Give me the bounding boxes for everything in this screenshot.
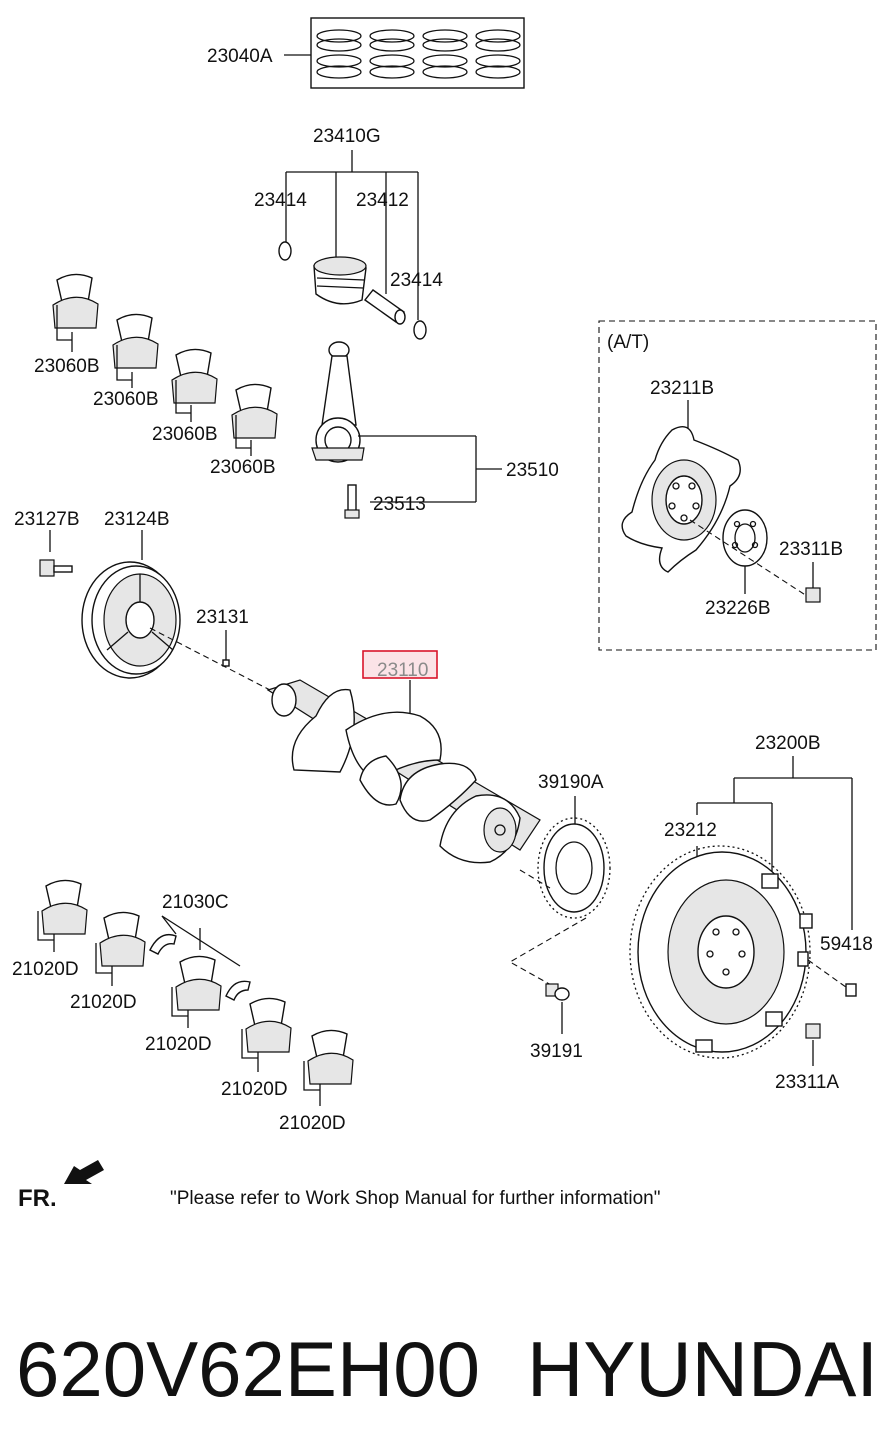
label-23060B-1[interactable]: 23060B	[34, 356, 100, 377]
crank-bolt[interactable]	[545, 983, 570, 1001]
front-arrow-icon	[64, 1160, 104, 1184]
label-23060B-2[interactable]: 23060B	[93, 389, 159, 410]
front-marker: FR.	[18, 1185, 57, 1212]
piston-ring-set[interactable]	[284, 17, 525, 89]
label-23311A[interactable]: 23311A	[775, 1072, 839, 1093]
signal-plate[interactable]	[537, 817, 611, 919]
label-23410G[interactable]: 23410G	[313, 126, 381, 147]
connecting-rod[interactable]	[311, 341, 365, 463]
label-23212[interactable]: 23212	[664, 820, 717, 841]
automatic-transmission-box	[598, 320, 877, 651]
part-number: 620V62EH00	[16, 1325, 480, 1413]
label-23131[interactable]: 23131	[196, 607, 249, 628]
label-23414-left[interactable]: 23414	[254, 190, 307, 211]
label-21020D-4[interactable]: 21020D	[221, 1079, 288, 1100]
piston-leader-lines	[285, 150, 419, 320]
label-21020D-2[interactable]: 21020D	[70, 992, 137, 1013]
label-23124B[interactable]: 23124B	[104, 509, 170, 530]
crank-pulley[interactable]	[81, 561, 181, 679]
workshop-note: "Please refer to Work Shop Manual for fu…	[170, 1188, 660, 1209]
label-23060B-3[interactable]: 23060B	[152, 424, 218, 445]
label-23040A[interactable]: 23040A	[207, 46, 273, 67]
rod-bolt[interactable]	[344, 484, 360, 519]
label-21020D-3[interactable]: 21020D	[145, 1034, 212, 1055]
label-21030C[interactable]: 21030C	[162, 892, 229, 913]
label-23110[interactable]: 23110	[377, 660, 428, 681]
flywheel-leader-lines	[696, 756, 853, 930]
label-23127B[interactable]: 23127B	[14, 509, 80, 530]
bolt-path	[508, 917, 587, 991]
label-21020D-1[interactable]: 21020D	[12, 959, 79, 980]
woodruff-key[interactable]	[222, 659, 230, 667]
label-23060B-4[interactable]: 23060B	[210, 457, 276, 478]
label-39190A[interactable]: 39190A	[538, 772, 604, 793]
label-23211B[interactable]: 23211B	[650, 378, 714, 399]
label-23513[interactable]: 23513	[373, 494, 426, 515]
label-23200B[interactable]: 23200B	[755, 733, 821, 754]
highlight-box-23110	[362, 650, 438, 679]
label-23412[interactable]: 23412	[356, 190, 409, 211]
label-23226B[interactable]: 23226B	[705, 598, 771, 619]
rod-leader-lines	[358, 435, 502, 503]
lower-bearings[interactable]	[37, 879, 354, 1106]
flywheel[interactable]	[629, 845, 813, 1059]
upper-bearings[interactable]	[52, 273, 278, 456]
adapter-plate[interactable]	[722, 509, 768, 567]
thrust-washer-leader	[161, 915, 241, 967]
flywheel-bolt[interactable]	[805, 1023, 821, 1039]
piston[interactable]	[278, 241, 427, 340]
drive-plate[interactable]	[621, 426, 741, 573]
thrust-washers[interactable]	[149, 933, 251, 1001]
label-59418[interactable]: 59418	[820, 934, 873, 955]
at-bolt[interactable]	[805, 562, 821, 603]
dowel-pin[interactable]	[845, 983, 857, 997]
label-23510[interactable]: 23510	[506, 460, 559, 481]
crankshaft[interactable]	[266, 679, 541, 864]
label-21020D-5[interactable]: 21020D	[279, 1113, 346, 1134]
label-23414-right[interactable]: 23414	[390, 270, 443, 291]
label-39191[interactable]: 39191	[530, 1041, 583, 1062]
label-at: (A/T)	[607, 332, 649, 353]
label-23311B[interactable]: 23311B	[779, 539, 843, 560]
pulley-bolt[interactable]	[39, 559, 73, 577]
brand-name: HYUNDAI	[527, 1325, 878, 1413]
